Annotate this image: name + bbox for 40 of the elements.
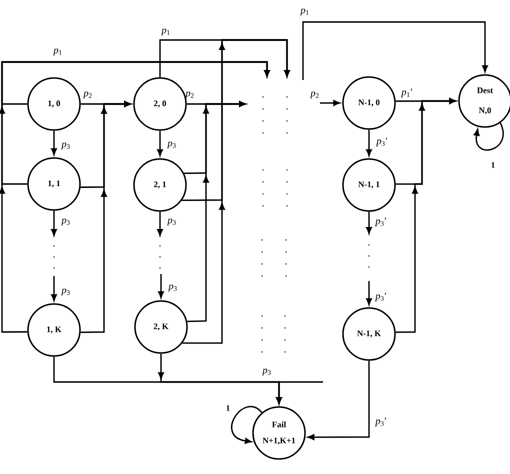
edge-label: 1 — [226, 405, 230, 411]
arrow — [157, 130, 163, 156]
arrow — [366, 281, 372, 306]
edge-label: p$_{3}$ — [60, 142, 70, 150]
edge-label: p$_{3}$′ — [374, 292, 386, 302]
loop-arrow — [474, 122, 504, 151]
arrow — [366, 212, 372, 234]
edge-label: 1 — [492, 162, 495, 168]
edge-label: p$_{3}$′ — [374, 418, 386, 426]
edge-label: p$_{2}$ — [310, 92, 319, 98]
arrow — [51, 276, 57, 302]
edge-label: p$_{3}$ — [60, 288, 70, 296]
edge-label: p$_{1}$′ — [400, 88, 412, 98]
edge-label: p$_{2}$ — [82, 92, 92, 98]
edge-label: p$_{2}$ — [184, 92, 194, 98]
arrow — [320, 100, 340, 106]
edge-label: p$_{3}$′ — [376, 138, 388, 146]
arrow — [308, 360, 370, 440]
edge-label: p$_{3}$ — [168, 284, 177, 292]
arrow — [366, 130, 372, 156]
arrow — [302, 21, 488, 80]
arrow — [158, 274, 164, 298]
edge-label: p$_{1}$ — [160, 28, 170, 36]
edge-label: p$_{1}$ — [52, 48, 62, 56]
edge-label: p$_{3}$ — [262, 368, 271, 376]
arrow — [396, 98, 456, 333]
arrow — [182, 39, 290, 344]
arrow — [51, 210, 57, 236]
arrow — [157, 212, 163, 236]
loop-arrow — [231, 406, 262, 444]
arrow — [80, 101, 132, 334]
arrow — [51, 130, 57, 156]
edge-label: p$_{1}$ — [300, 8, 309, 16]
edge-label: p$_{3}$ — [166, 218, 176, 226]
arrow — [0, 61, 270, 333]
edge-label: p$_{3}$ — [166, 142, 176, 148]
edge-label: p$_{3}$′ — [374, 218, 386, 226]
arrow — [187, 101, 246, 322]
edge-label: p$_{3}$ — [60, 218, 70, 226]
arrow — [276, 381, 323, 404]
